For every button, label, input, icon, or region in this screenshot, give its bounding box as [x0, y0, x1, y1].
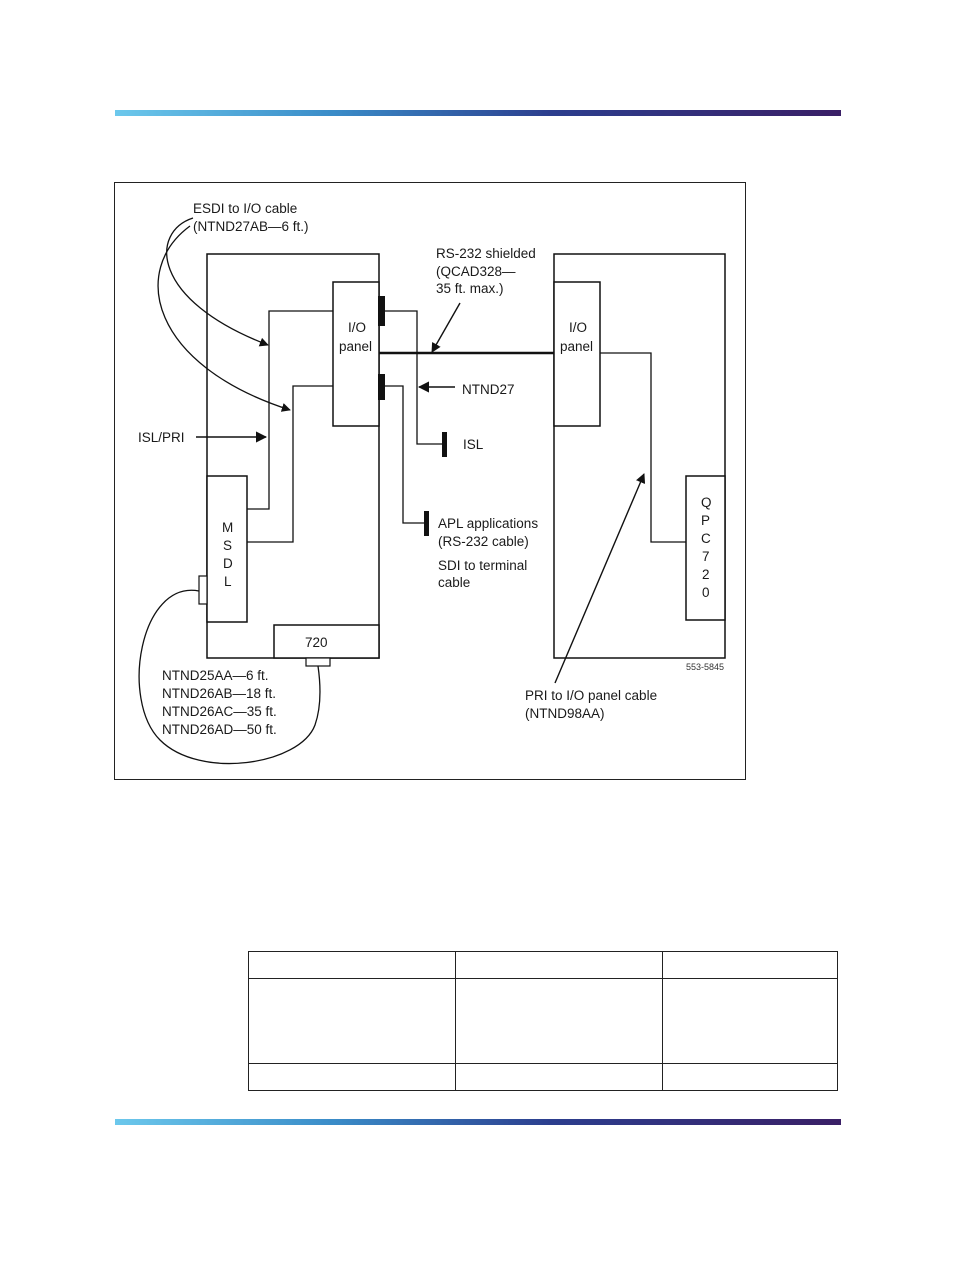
table-row — [248, 1063, 838, 1091]
apl-label-line2: (RS-232 cable) — [438, 534, 529, 549]
table-cell — [248, 1063, 456, 1091]
msdl-letter-s: S — [223, 538, 232, 553]
card-720-connector — [305, 657, 331, 667]
isl-label: ISL — [463, 437, 484, 452]
io-panel-right-label-1: I/O — [569, 320, 587, 335]
esdi-arrow-2 — [157, 225, 291, 412]
table-cell — [248, 978, 456, 1064]
table-cell — [455, 978, 663, 1064]
card-720 — [273, 624, 380, 659]
rs232-arrow — [431, 302, 461, 353]
connector-lower — [378, 374, 385, 400]
qpc720-card — [685, 475, 726, 621]
esdi-cable-path-2 — [247, 385, 333, 543]
msdl-connector — [198, 575, 208, 605]
pri-label-line1: PRI to I/O panel cable — [525, 688, 657, 703]
qpc-letter-p: P — [701, 513, 710, 528]
empty-table — [248, 951, 838, 1091]
pri-arrow — [554, 473, 646, 684]
qpc-digit-2: 2 — [702, 567, 710, 582]
isl-cable-path — [385, 310, 444, 445]
io-panel-left — [332, 281, 380, 427]
ntnd-cable-4: NTND26AD—50 ft. — [162, 722, 277, 737]
rs232-label-line2: (QCAD328— — [436, 264, 516, 279]
apl-terminator — [424, 511, 429, 536]
table-cell — [662, 978, 838, 1064]
ntnd-cable-3: NTND26AC—35 ft. — [162, 704, 277, 719]
connector-upper — [378, 296, 385, 326]
qpc-digit-0: 0 — [702, 585, 710, 600]
esdi-cable-path-1 — [247, 310, 333, 510]
table-cell — [455, 1063, 663, 1091]
pri-cable-path — [600, 352, 686, 543]
io-panel-left-label-2: panel — [339, 339, 372, 354]
table-row — [248, 978, 838, 1064]
table-cell — [455, 951, 663, 979]
diagram-frame — [114, 182, 746, 780]
msdl-720-cable — [138, 589, 321, 765]
right-cabinet — [553, 253, 726, 659]
msdl-card — [206, 475, 248, 623]
table-cell — [248, 951, 456, 979]
sdi-label-line2: cable — [438, 575, 470, 590]
card-720-label: 720 — [305, 635, 328, 650]
figure-ref-number: 553-5845 — [686, 662, 724, 672]
rs232-label-line3: 35 ft. max.) — [436, 281, 504, 296]
io-panel-right — [553, 281, 601, 427]
io-panel-right-label-2: panel — [560, 339, 593, 354]
ntnd27-label: NTND27 — [462, 382, 515, 397]
bottom-rule — [115, 1119, 841, 1125]
msdl-letter-m: M — [222, 520, 233, 535]
rs232-label-line1: RS-232 shielded — [436, 246, 536, 261]
table-cell — [662, 951, 838, 979]
msdl-letter-l: L — [224, 574, 232, 589]
top-rule — [115, 110, 841, 116]
qpc-digit-7: 7 — [702, 549, 710, 564]
ntnd-cable-2: NTND26AB—18 ft. — [162, 686, 276, 701]
isl-terminator — [442, 432, 447, 457]
apl-cable-path — [385, 385, 426, 524]
qpc-letter-q: Q — [701, 495, 712, 510]
pri-label-line2: (NTND98AA) — [525, 706, 605, 721]
msdl-letter-d: D — [223, 556, 233, 571]
apl-label-line1: APL applications — [438, 516, 538, 531]
esdi-label-line1: ESDI to I/O cable — [193, 201, 297, 216]
esdi-label-line2: (NTND27AB—6 ft.) — [193, 219, 309, 234]
ntnd-cable-1: NTND25AA—6 ft. — [162, 668, 269, 683]
io-panel-left-label-1: I/O — [348, 320, 366, 335]
qpc-letter-c: C — [701, 531, 711, 546]
esdi-arrow-1 — [166, 217, 269, 347]
sdi-label-line1: SDI to terminal — [438, 558, 527, 573]
isl-pri-label: ISL/PRI — [138, 430, 185, 445]
table-cell — [662, 1063, 838, 1091]
table-row — [248, 951, 838, 979]
